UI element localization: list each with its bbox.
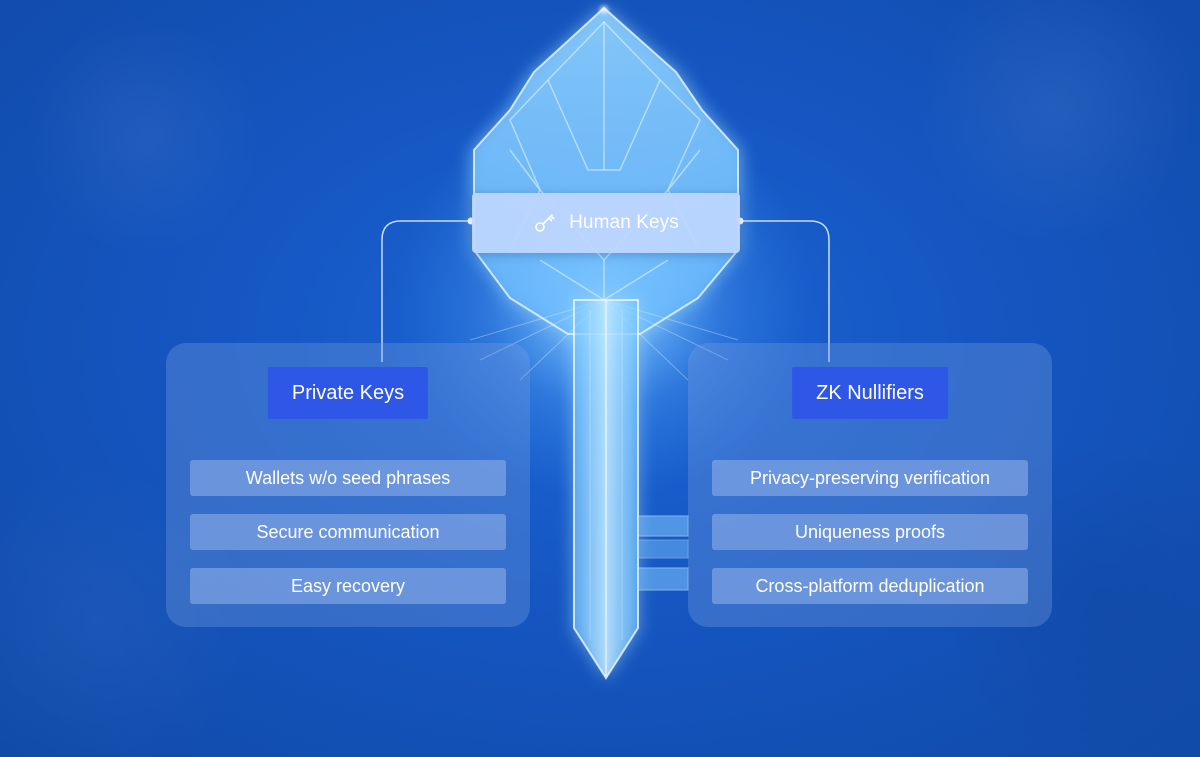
list-item: Uniqueness proofs [712, 514, 1028, 550]
key-head [473, 6, 739, 335]
zk-nullifiers-list: Privacy-preserving verification Uniquene… [712, 460, 1028, 622]
key-icon [533, 211, 557, 235]
list-item: Privacy-preserving verification [712, 460, 1028, 496]
list-item: Cross-platform deduplication [712, 568, 1028, 604]
list-item: Secure communication [190, 514, 506, 550]
list-item: Wallets w/o seed phrases [190, 460, 506, 496]
key-tip-sparkle [600, 6, 608, 14]
key-teeth [637, 515, 689, 591]
private-keys-panel: Private Keys Wallets w/o seed phrases Se… [166, 343, 530, 627]
private-keys-title: Private Keys [267, 367, 429, 419]
list-item: Easy recovery [190, 568, 506, 604]
human-keys-node: Human Keys [472, 193, 740, 253]
private-keys-list: Wallets w/o seed phrases Secure communic… [190, 460, 506, 622]
human-keys-label: Human Keys [569, 212, 679, 233]
zk-nullifiers-title: ZK Nullifiers [792, 367, 948, 419]
zk-nullifiers-panel: ZK Nullifiers Privacy-preserving verific… [688, 343, 1052, 627]
